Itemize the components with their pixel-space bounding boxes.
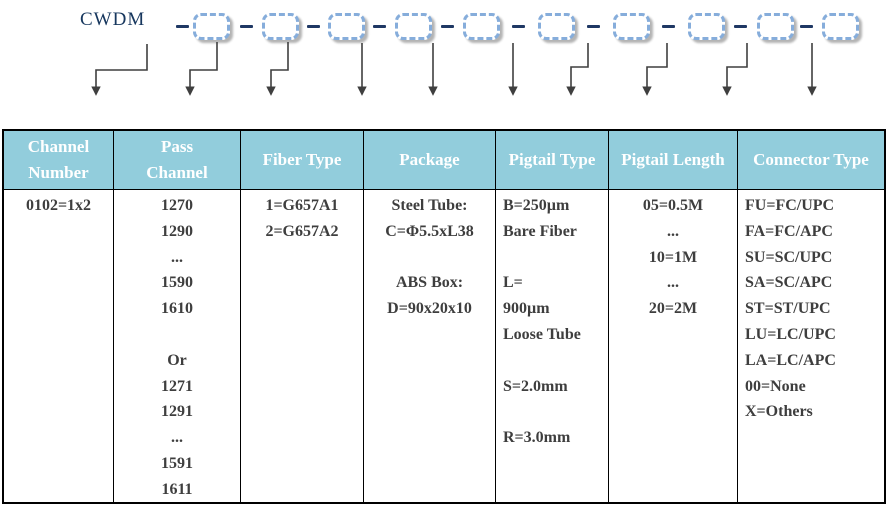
code-box <box>262 13 299 40</box>
table-line: SA=SC/APC <box>745 274 833 292</box>
table-line <box>503 399 608 425</box>
table-line: 20=2M <box>648 300 698 318</box>
code-separator-dash <box>373 25 386 28</box>
table-line: ST=ST/UPC <box>745 300 831 318</box>
code-box <box>757 13 794 40</box>
code-field-arrow <box>566 43 589 96</box>
code-field-arrow <box>722 43 748 96</box>
table-line: 10=1M <box>648 248 698 266</box>
code-box <box>395 13 432 40</box>
table-line <box>114 322 240 348</box>
table-line: 1270 <box>161 197 193 214</box>
table-line: Fiber Type <box>262 150 342 170</box>
table-line: S=2.0mm <box>503 377 568 395</box>
table-line: ... <box>171 248 183 266</box>
table-line: R=3.0mm <box>503 429 571 447</box>
header-package: Package <box>364 131 496 190</box>
table-line: 1590 <box>161 274 193 292</box>
table-line: Steel Tube: <box>391 197 468 214</box>
table-line: 2=G657A2 <box>265 222 339 240</box>
table-line: B=250µm <box>503 197 570 214</box>
header-pigtail-type: Pigtail Type <box>496 131 609 190</box>
cell-pigtail-length: 05=0.5M... 10=1M... 20=2M <box>609 190 738 503</box>
table-line: 0102=1x2 <box>25 197 92 214</box>
code-box <box>193 13 230 40</box>
table-line: Connector Type <box>753 150 869 170</box>
table-line: SU=SC/UPC <box>745 248 833 266</box>
code-separator-dash <box>734 25 747 28</box>
table-line: ABS Box: <box>395 274 464 292</box>
table-line: Pigtail Length <box>621 150 725 170</box>
table-line: ... <box>171 429 183 447</box>
header-connector-type: Connector Type <box>738 131 884 190</box>
table-line: ... <box>667 274 679 292</box>
arrows-layer <box>91 42 817 96</box>
code-separator-dash <box>800 25 813 28</box>
table-line: Loose Tube <box>503 325 581 343</box>
table-line: 1290 <box>161 222 193 240</box>
table-line <box>364 245 495 271</box>
table-line: Bare Fiber <box>503 222 577 240</box>
code-box <box>328 13 365 40</box>
code-box <box>613 13 650 40</box>
header-fiber-type: Fiber Type <box>241 131 364 190</box>
table-line: Pigtail Type <box>508 150 596 170</box>
table-line: ... <box>667 222 679 240</box>
header-pigtail-length: Pigtail Length <box>609 131 738 190</box>
table-line: 1271 <box>161 377 193 395</box>
table-line: D=90x20x10 <box>387 300 472 318</box>
table-line: 900µm <box>503 300 550 318</box>
code-box <box>822 13 859 40</box>
table-line: Channel <box>146 163 208 182</box>
table-line: L= <box>503 274 523 292</box>
ordering-code-diagram: CWDM <box>0 0 889 129</box>
code-separator-dash <box>240 25 253 28</box>
code-box <box>688 13 725 40</box>
cell-channel-number: 0102=1x2 <box>4 190 114 503</box>
table-line: 1291 <box>161 403 193 421</box>
code-separator-dash <box>587 25 600 28</box>
product-label: CWDM <box>80 9 146 30</box>
code-field-arrow <box>642 43 668 96</box>
table-body-row: 0102=1x2 1270 1290... 1590 1610 Or 1271 1291.… <box>4 190 884 503</box>
code-box <box>463 13 500 40</box>
code-separator-dash <box>662 25 675 28</box>
table-line: 1610 <box>161 300 193 318</box>
table-line: FA=FC/APC <box>745 222 833 240</box>
code-field-arrow <box>185 42 218 96</box>
table-line <box>503 348 608 374</box>
table-line: 1=G657A1 <box>265 197 339 214</box>
code-field-arrow <box>266 42 289 96</box>
table-line: Or <box>167 351 187 369</box>
table-line: C=Φ5.5xL38 <box>385 222 474 240</box>
table-line: Number <box>28 163 89 182</box>
table-line: X=Others <box>745 403 813 421</box>
code-separator-dash <box>176 25 189 28</box>
code-separator-dash <box>512 25 525 28</box>
table-line: Package <box>399 150 460 170</box>
table-line: 1611 <box>161 480 193 498</box>
cell-pass-channel: 1270 1290... 1590 1610 Or 1271 1291... 1591 161… <box>114 190 241 503</box>
table-line: Pass <box>160 137 194 157</box>
code-field-arrow <box>91 44 148 96</box>
cell-connector-type: FU=FC/UPC FA=FC/APC SU=SC/UPC SA=SC/APC ST=S… <box>738 190 884 503</box>
table-line: Channel <box>27 137 90 157</box>
cell-package: Steel Tube: C=Φ5.5xL38 ABS Box: D=90x20x10 <box>364 190 496 503</box>
table-line <box>503 245 608 271</box>
table-line: 05=0.5M <box>642 197 704 214</box>
table-line: 00=None <box>745 377 806 395</box>
cell-fiber-type: 1=G657A1 2=G657A2 <box>241 190 364 503</box>
table-line: FU=FC/UPC <box>745 197 835 214</box>
table-line: 1591 <box>161 454 193 472</box>
code-separator-dash <box>307 25 320 28</box>
table-line: LU=LC/UPC <box>745 325 836 343</box>
code-box <box>538 13 575 40</box>
code-separator-dash <box>441 25 454 28</box>
table-line: LA=LC/APC <box>745 351 836 369</box>
